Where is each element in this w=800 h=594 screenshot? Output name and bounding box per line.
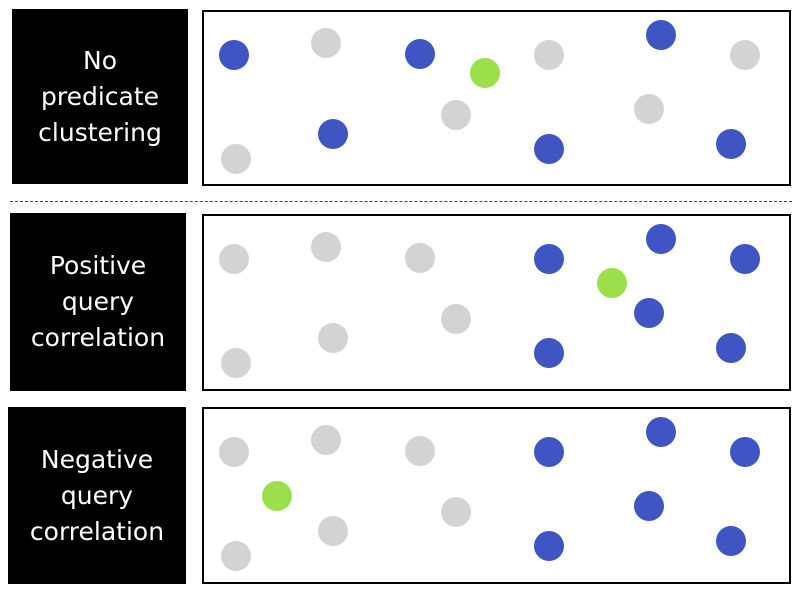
green-dot bbox=[470, 58, 500, 88]
blue-dot bbox=[534, 244, 564, 274]
blue-dot bbox=[716, 129, 746, 159]
label-line: predicate bbox=[40, 81, 160, 111]
green-dot bbox=[262, 481, 292, 511]
gray-dot bbox=[311, 232, 341, 262]
gray-dot bbox=[405, 436, 435, 466]
label-line: correlation bbox=[30, 323, 166, 352]
blue-dot bbox=[730, 244, 760, 274]
gray-dot bbox=[405, 243, 435, 273]
gray-dot bbox=[311, 425, 341, 455]
blue-dot bbox=[634, 491, 664, 521]
scatter-panel-no-predicate-clustering bbox=[202, 10, 791, 186]
gray-dot bbox=[441, 100, 471, 130]
label-line: query bbox=[60, 480, 134, 510]
blue-dot bbox=[405, 39, 435, 69]
blue-dot bbox=[534, 531, 564, 561]
scatter-panel-positive-query-correlation bbox=[202, 214, 791, 391]
gray-dot bbox=[634, 94, 664, 124]
blue-dot bbox=[534, 338, 564, 368]
gray-dot bbox=[730, 40, 760, 70]
blue-dot bbox=[730, 437, 760, 467]
gray-dot bbox=[221, 144, 251, 174]
label-line: clustering bbox=[38, 117, 162, 147]
blue-dot bbox=[634, 298, 664, 328]
blue-dot bbox=[219, 40, 249, 70]
blue-dot bbox=[716, 526, 746, 556]
gray-dot bbox=[534, 40, 564, 70]
label-line: Negative bbox=[40, 444, 154, 474]
label-line: correlation bbox=[29, 516, 165, 546]
gray-dot bbox=[219, 437, 249, 467]
blue-dot bbox=[716, 333, 746, 363]
gray-dot bbox=[221, 348, 251, 378]
blue-dot bbox=[646, 20, 676, 50]
row-label-no-predicate-clustering: No predicate clustering bbox=[12, 9, 188, 184]
row-label-positive-query-correlation: Positive query correlation bbox=[10, 213, 186, 391]
gray-dot bbox=[219, 244, 249, 274]
gray-dot bbox=[318, 516, 348, 546]
label-line: query bbox=[61, 287, 135, 316]
green-dot bbox=[597, 268, 627, 298]
blue-dot bbox=[646, 417, 676, 447]
blue-dot bbox=[646, 224, 676, 254]
gray-dot bbox=[441, 497, 471, 527]
scatter-panel-negative-query-correlation bbox=[202, 407, 791, 584]
blue-dot bbox=[318, 119, 348, 149]
label-line: Positive bbox=[49, 251, 147, 280]
gray-dot bbox=[441, 304, 471, 334]
blue-dot bbox=[534, 134, 564, 164]
gray-dot bbox=[221, 541, 251, 571]
label-line: No bbox=[83, 45, 117, 75]
row-label-negative-query-correlation: Negative query correlation bbox=[8, 407, 186, 584]
gray-dot bbox=[318, 323, 348, 353]
gray-dot bbox=[311, 28, 341, 58]
blue-dot bbox=[534, 437, 564, 467]
dashed-divider bbox=[10, 201, 792, 202]
